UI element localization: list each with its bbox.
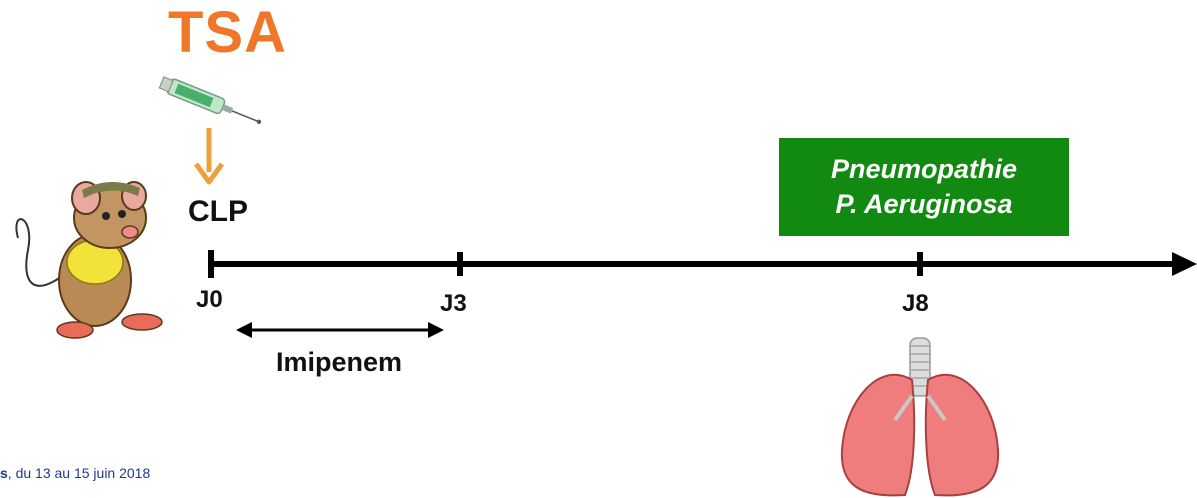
- footer-text: s, du 13 au 15 juin 2018: [0, 466, 150, 480]
- footer-bold: s: [0, 465, 8, 481]
- tick-label-j3: J3: [440, 290, 467, 317]
- pneumopathie-line1: Pneumopathie: [830, 154, 1018, 185]
- injection-arrow: [193, 128, 225, 185]
- timeline: [208, 250, 1197, 278]
- imipenem-range-arrow: [236, 322, 444, 338]
- footer-rest: , du 13 au 15 juin 2018: [7, 465, 151, 481]
- tsa-title: TSA: [168, 0, 287, 65]
- mouse-icon: [15, 181, 163, 339]
- syringe-icon: [158, 76, 262, 124]
- imipenem-label: Imipenem: [276, 347, 403, 377]
- tick-label-j8: J8: [902, 290, 929, 317]
- clp-label: CLP: [188, 195, 248, 228]
- pneumopathie-line2: P. Aeruginosa: [835, 189, 1013, 219]
- lungs-icon: [840, 337, 1000, 497]
- pneumopathie-box: Pneumopathie P. Aeruginosa: [779, 138, 1069, 236]
- tick-label-j0: J0: [196, 286, 223, 313]
